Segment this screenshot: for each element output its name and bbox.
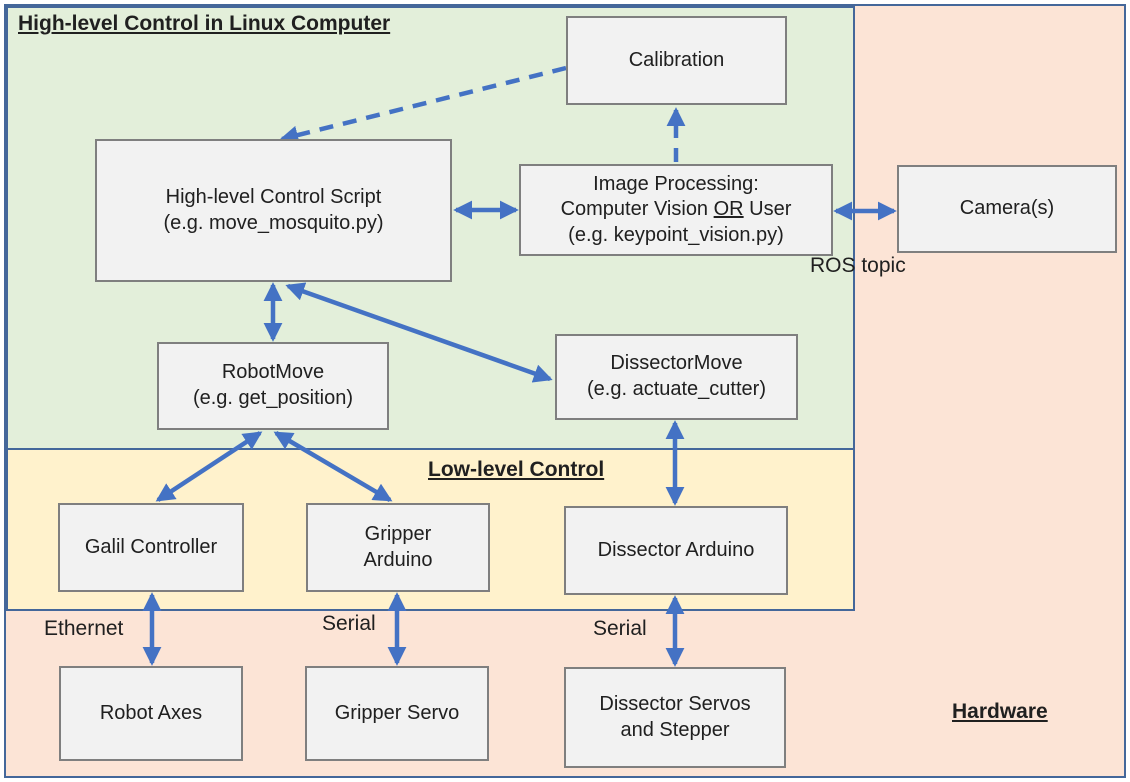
serial-gripper-label: Serial [322,612,376,635]
image-processing-label-line2: Computer Vision OR User [561,197,792,223]
edge-robot_move-to-gripper_arduino [273,431,393,502]
edge-robot_move-to-galil_controller [155,431,263,502]
dissector-move-node: DissectorMove (e.g. actuate_cutter) [555,334,798,420]
edge-calibration-to-control_script [279,65,567,145]
dissector-arduino-label: Dissector Arduino [597,538,755,561]
ros-topic-label: ROS topic [810,254,906,277]
calibration-node: Calibration [566,16,787,105]
gripper-servo-label: Gripper Servo [334,701,460,724]
gripper-arduino-node: Gripper Arduino [306,503,490,592]
edge-control_script-to-dissector_move [285,282,553,383]
gripper-servo-node: Gripper Servo [305,666,489,761]
serial-dissector-label: Serial [593,617,647,640]
control-script-node: High-level Control Script (e.g. move_mos… [95,139,452,282]
dissector-arduino-node: Dissector Arduino [564,506,788,595]
dissector-servos-label-line1: Dissector Servos [599,692,751,715]
control-script-label-line1: High-level Control Script [165,185,382,208]
control-script-label-line2: (e.g. move_mosquito.py) [163,211,384,234]
gripper-arduino-label-line1: Gripper [364,522,432,545]
robot-axes-node: Robot Axes [59,666,243,761]
image-processing-node: Image Processing: Computer Vision OR Use… [519,164,833,256]
dissector-move-label-line1: DissectorMove [610,352,743,375]
image-processing-line2-post: User [743,198,792,221]
galil-controller-node: Galil Controller [58,503,244,592]
dissector-move-label-line2: (e.g. actuate_cutter) [587,378,766,400]
robot-axes-label: Robot Axes [99,701,203,724]
robot-move-node: RobotMove (e.g. get_position) [157,342,389,430]
galil-controller-label: Galil Controller [84,535,218,558]
image-processing-label-line1: Image Processing: [593,172,759,195]
camera-node: Camera(s) [897,165,1117,253]
hardware-region-label: Hardware [952,700,1048,723]
image-processing-line2-or: OR [713,198,744,221]
low-level-region-label: Low-level Control [428,458,605,481]
image-processing-line2-pre: Computer Vision [560,198,714,221]
camera-label: Camera(s) [959,197,1055,220]
dissector-servos-node: Dissector Servos and Stepper [564,667,786,768]
high-level-region-label: High-level Control in Linux Computer [18,12,391,35]
robot-move-label-line1: RobotMove [221,361,325,384]
gripper-arduino-label-line2: Arduino [363,548,433,571]
calibration-label: Calibration [628,48,725,71]
robot-move-label-line2: (e.g. get_position) [192,387,354,409]
ethernet-label: Ethernet [44,617,124,640]
image-processing-label-line3: (e.g. keypoint_vision.py) [568,223,784,246]
dissector-servos-label-line2: and Stepper [620,718,730,741]
